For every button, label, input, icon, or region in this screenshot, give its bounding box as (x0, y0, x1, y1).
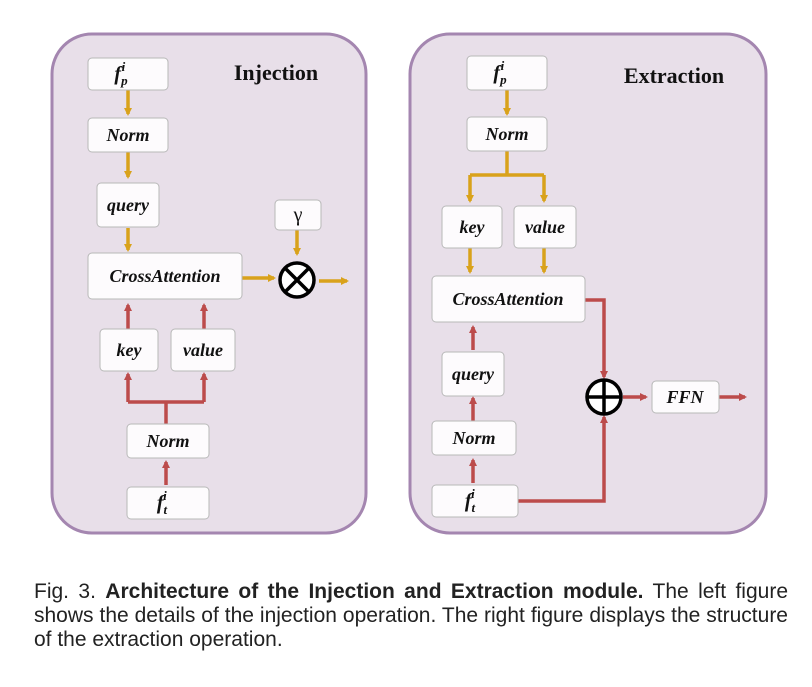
svg-text:FFN: FFN (665, 387, 704, 407)
injection-title: Injection (234, 60, 318, 85)
injection-norm-bottom: Norm (126, 423, 210, 459)
injection-norm-top: Norm (87, 117, 169, 153)
svg-text:Norm: Norm (145, 431, 189, 451)
injection-panel: Injection fpi Norm query γ (50, 32, 368, 535)
extraction-value: value (513, 205, 577, 249)
caption-bold-title: Architecture of the Injection and Extrac… (105, 580, 644, 603)
svg-text:γ: γ (293, 204, 303, 226)
arrow-ft-residual-to-add (518, 415, 608, 503)
injection-key: key (99, 328, 159, 372)
injection-crossattention: CrossAttention (87, 252, 243, 300)
injection-value: value (170, 328, 236, 372)
svg-text:query: query (452, 364, 495, 384)
svg-text:fpi: fpi (493, 58, 507, 87)
extraction-add-operator (585, 378, 623, 416)
extraction-query: query (441, 351, 505, 397)
extraction-crossattention: CrossAttention (431, 275, 586, 323)
extraction-title: Extraction (624, 63, 724, 88)
extraction-input-fp: fpi (466, 55, 548, 91)
svg-text:CrossAttention: CrossAttention (109, 266, 220, 286)
svg-text:fti: fti (465, 486, 476, 515)
extraction-panel: Extraction fpi Norm key v (408, 32, 768, 535)
figure-caption: Fig. 3. Architecture of the Injection an… (34, 580, 788, 652)
svg-text:Norm: Norm (105, 125, 149, 145)
extraction-norm-bottom: Norm (431, 420, 517, 456)
injection-input-ft: fti (126, 486, 210, 520)
extraction-ffn: FFN (651, 380, 720, 414)
svg-text:Norm: Norm (484, 124, 528, 144)
injection-input-fp: fpi (87, 57, 169, 91)
injection-gamma: γ (274, 199, 322, 231)
injection-query: query (96, 182, 160, 228)
extraction-key: key (441, 205, 503, 249)
injection-multiply-operator (278, 261, 316, 299)
svg-text:key: key (460, 217, 486, 237)
caption-body: The left figure shows the details of the… (34, 580, 788, 651)
arrow-crossattention-to-add (585, 298, 608, 379)
svg-text:fpi: fpi (114, 59, 128, 88)
svg-text:value: value (183, 340, 223, 360)
extraction-norm-top: Norm (466, 116, 548, 152)
extraction-input-ft: fti (431, 484, 519, 518)
svg-text:Norm: Norm (451, 428, 495, 448)
svg-text:value: value (525, 217, 565, 237)
caption-prefix: Fig. 3. (34, 580, 96, 603)
svg-text:CrossAttention: CrossAttention (452, 289, 563, 309)
architecture-diagram: Injection fpi Norm query γ (50, 32, 768, 535)
svg-text:fti: fti (157, 488, 168, 517)
svg-text:query: query (107, 195, 150, 215)
svg-text:key: key (117, 340, 143, 360)
